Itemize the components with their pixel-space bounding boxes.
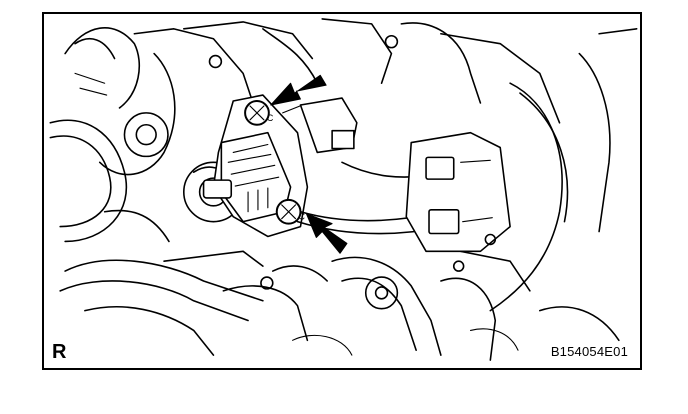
view-direction-label: R	[52, 341, 67, 363]
figure-code: B154054E01	[550, 344, 628, 359]
upper-bolt-label: C	[267, 113, 274, 123]
lower-bolt-label: C	[298, 212, 305, 222]
engine-bay-illustration: C C	[49, 18, 638, 361]
arrow-icon	[305, 213, 348, 254]
upper-bolt: C	[244, 100, 274, 126]
lower-bolt: C	[275, 198, 305, 225]
background-line-art	[49, 18, 638, 361]
connector-housing	[405, 131, 511, 272]
misc-fasteners	[208, 34, 497, 290]
arrow-icon	[270, 74, 327, 106]
illustration-frame: C C R B154054E01	[42, 12, 642, 370]
